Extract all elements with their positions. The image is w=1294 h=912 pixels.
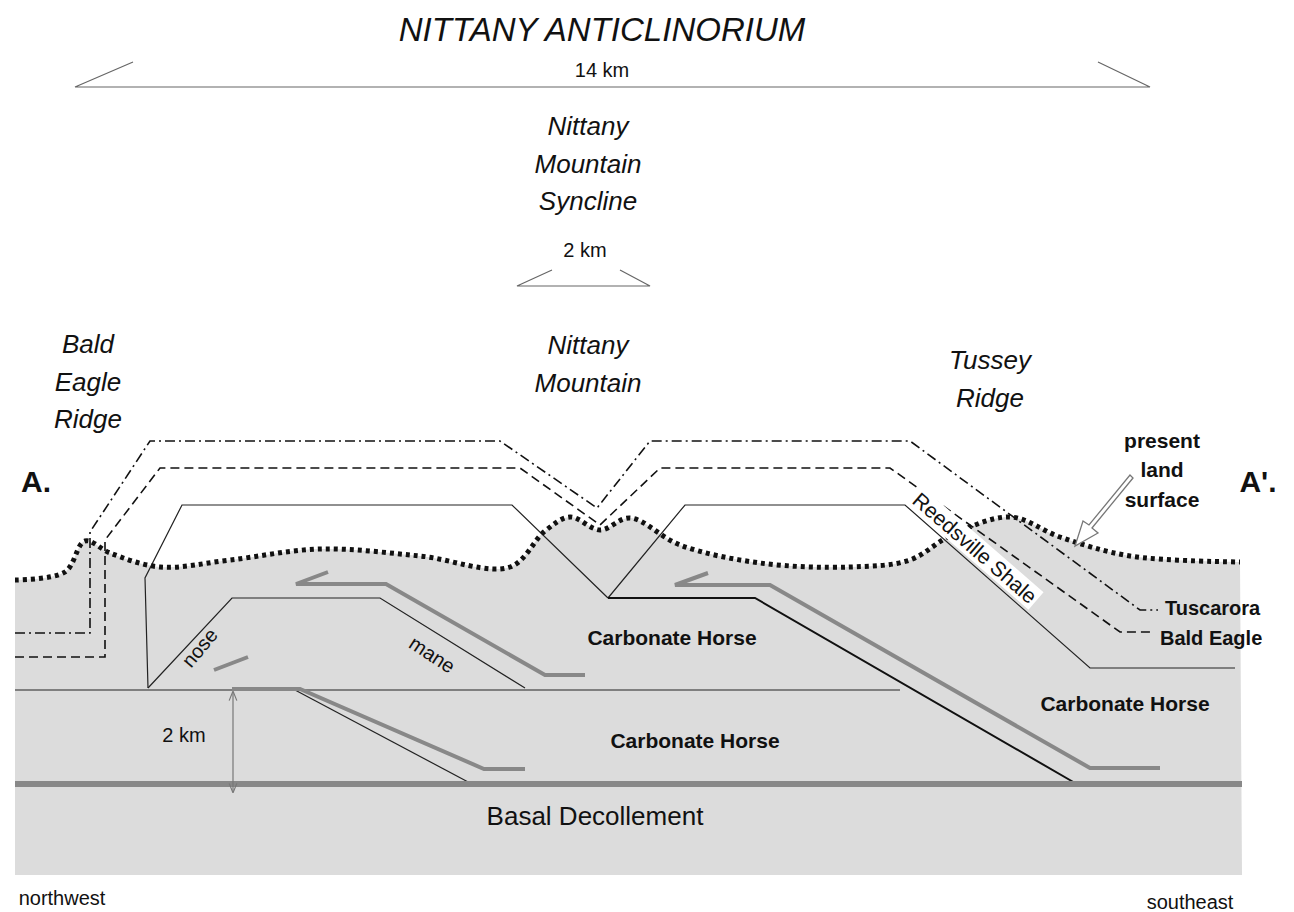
decollement-name: Basal Decollement: [487, 798, 704, 836]
decollement-line: [15, 781, 1242, 787]
thrust-symbol: [214, 657, 525, 769]
bald-eagle-line: [15, 468, 1150, 657]
dimension-line: [232, 692, 233, 792]
ridge-name: Nittany Mountain: [513, 327, 663, 402]
pointer-arrow: [1075, 475, 1133, 546]
dimension-label: 2 km: [162, 721, 205, 750]
horse-name: Carbonate Horse: [1040, 689, 1209, 719]
formation-name: Tuscarora: [1165, 594, 1260, 623]
structure-name: Nittany Mountain Syncline: [508, 108, 668, 221]
scale-width: 2 km: [563, 236, 606, 265]
section-end: A.: [21, 460, 51, 504]
surface-note: present land surface: [1112, 426, 1212, 514]
direction-label: northwest: [19, 884, 106, 912]
rock-body: [15, 517, 1242, 875]
fold-line: [148, 598, 525, 688]
diagram-title: NITTANY ANTICLINORIUM: [399, 6, 805, 54]
horse-name: Carbonate Horse: [587, 623, 756, 653]
tuscarora-line: [15, 441, 1158, 633]
land-surface: [15, 517, 1240, 580]
scale-width: 14 km: [575, 56, 629, 85]
ridge-name: Tussey Ridge: [935, 342, 1045, 417]
section-end: A'.: [1239, 460, 1276, 504]
ridge-name: Bald Eagle Ridge: [33, 326, 143, 439]
formation-name: Bald Eagle: [1160, 624, 1262, 653]
fault-line: [295, 690, 470, 783]
horse-name: Carbonate Horse: [610, 726, 779, 756]
fault-line: [15, 689, 900, 690]
reedsville-line: [145, 505, 608, 688]
width-bracket: [517, 270, 650, 286]
direction-label: southeast: [1147, 888, 1234, 912]
